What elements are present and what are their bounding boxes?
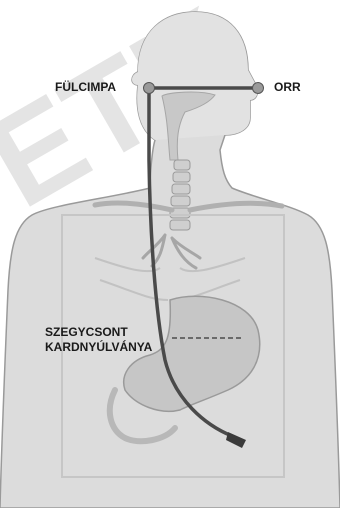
earlobe-label: FÜLCIMPA	[55, 80, 116, 94]
xiphoid-label: SZEGYCSONT KARDNYÚLVÁNYA	[45, 325, 152, 355]
earlobe-marker	[144, 83, 155, 94]
nose-marker	[253, 83, 264, 94]
nose-label: ORR	[274, 80, 301, 94]
xiphoid-label-line1: SZEGYCSONT	[45, 325, 152, 340]
head	[132, 12, 257, 140]
xiphoid-label-line2: KARDNYÚLVÁNYA	[45, 340, 152, 355]
